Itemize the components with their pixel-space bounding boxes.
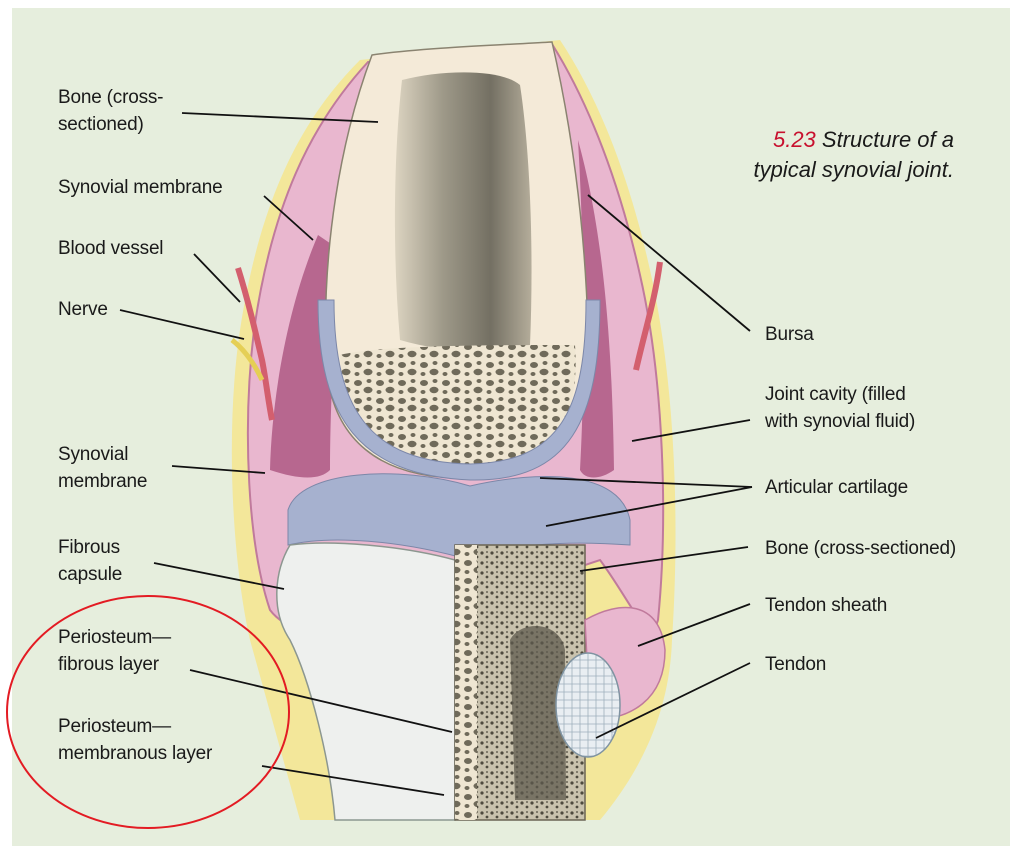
label-tendon: Tendon xyxy=(765,651,826,678)
tendon-shape xyxy=(556,653,620,757)
label-nerve: Nerve xyxy=(58,296,108,323)
label-bone-top: Bone (cross- sectioned) xyxy=(58,84,163,138)
caption-number: 5.23 xyxy=(773,127,816,152)
label-fibrous-capsule: Fibrous capsule xyxy=(58,534,122,588)
label-bursa: Bursa xyxy=(765,321,814,348)
label-joint-cavity: Joint cavity (filled with synovial fluid… xyxy=(765,381,915,435)
leader-blood-vessel xyxy=(194,254,240,302)
label-synovial-membrane-lower: Synovial membrane xyxy=(58,441,147,495)
label-articular-cartilage: Articular cartilage xyxy=(765,474,908,501)
leader-nerve xyxy=(120,310,244,339)
lower-bone-compact-edge xyxy=(455,545,477,820)
label-periosteum-membranous: Periosteum— membranous layer xyxy=(58,713,212,767)
figure-caption: 5.23 Structure of a typical synovial joi… xyxy=(654,125,954,185)
label-synovial-membrane-top: Synovial membrane xyxy=(58,174,223,201)
label-tendon-sheath: Tendon sheath xyxy=(765,592,887,619)
label-periosteum-fibrous: Periosteum— fibrous layer xyxy=(58,624,171,678)
label-bone-bottom: Bone (cross-sectioned) xyxy=(765,535,956,562)
label-blood-vessel: Blood vessel xyxy=(58,235,163,262)
upper-bone-marrow xyxy=(395,72,532,351)
